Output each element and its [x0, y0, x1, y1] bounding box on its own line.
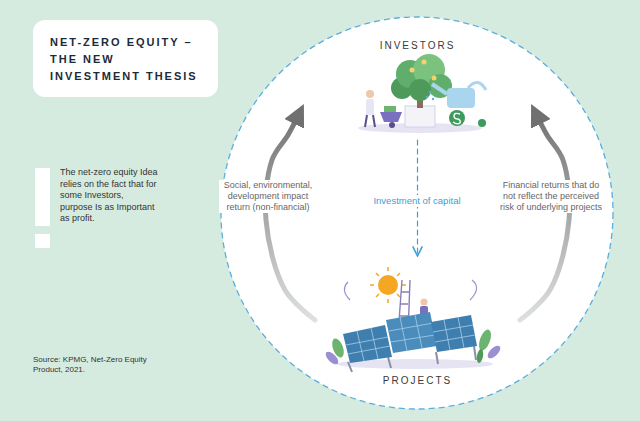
projects-illustration [378, 275, 398, 295]
actor-node: PROJECTS [315, 258, 520, 386]
investors-illustration [432, 76, 437, 81]
projects-illustration [376, 294, 379, 297]
projects-illustration [402, 284, 406, 286]
projects-illustration [346, 328, 390, 361]
title-box [33, 20, 218, 97]
investors-illustration [358, 54, 486, 133]
flow-arrow [520, 112, 570, 320]
projects-illustration [370, 284, 374, 286]
projects-illustration [389, 315, 435, 351]
investors-illustration [409, 79, 431, 101]
investors-illustration [432, 98, 434, 100]
investors-illustration [429, 91, 431, 93]
investors-illustration [422, 60, 427, 65]
investors-illustration [478, 119, 486, 127]
projects-illustration [387, 299, 389, 303]
investors-illustration [410, 68, 415, 73]
projects-illustration [397, 294, 400, 297]
investors-illustration [453, 113, 460, 123]
projects-illustration [477, 328, 494, 352]
node-label: PROJECTS [383, 375, 452, 386]
edge-label: Financial returns that do not reflect th… [497, 180, 605, 213]
investors-illustration [384, 106, 396, 112]
investors-illustration [366, 99, 374, 115]
exclamation-symbol [35, 168, 50, 248]
investors-illustration [380, 112, 402, 122]
exclamation-symbol [35, 234, 50, 248]
investors-illustration [389, 122, 395, 128]
projects-illustration [324, 350, 341, 367]
edge-label: Investment of capital [357, 195, 477, 207]
projects-illustration [431, 315, 477, 352]
investors-illustration [447, 88, 475, 108]
projects-illustration [376, 273, 379, 276]
projects-illustration [386, 312, 437, 353]
node-label: INVESTORS [380, 40, 456, 51]
projects-illustration [433, 317, 475, 350]
investors-illustration [405, 106, 435, 127]
projects-illustration [486, 344, 503, 361]
cycle-circle [221, 17, 613, 409]
investors-illustration [365, 115, 375, 127]
projects-illustration [397, 273, 400, 276]
investors-illustration [426, 96, 428, 98]
projects-illustration [324, 267, 503, 372]
investors-illustration [449, 110, 465, 126]
investors-illustration [468, 82, 486, 90]
projects-illustration [343, 325, 392, 363]
projects-illustration [344, 280, 476, 300]
flow-arrow [265, 112, 315, 320]
edge-label: Social, environmental, development impac… [219, 180, 317, 213]
diagram-title: NET-ZERO EQUITY – THE NEW INVESTMENT THE… [50, 34, 206, 85]
source-caption: Source: KPMG, Net-Zero Equity Product, 2… [33, 355, 151, 375]
investors-illustration [366, 90, 374, 98]
projects-illustration [476, 349, 484, 364]
projects-illustration [421, 299, 428, 306]
actor-node: INVESTORS [300, 40, 535, 140]
note-text: The net-zero equity Idea relies on the f… [60, 167, 158, 225]
exclamation-symbol [35, 168, 50, 226]
investors-illustration [432, 84, 447, 94]
projects-illustration [387, 267, 389, 271]
